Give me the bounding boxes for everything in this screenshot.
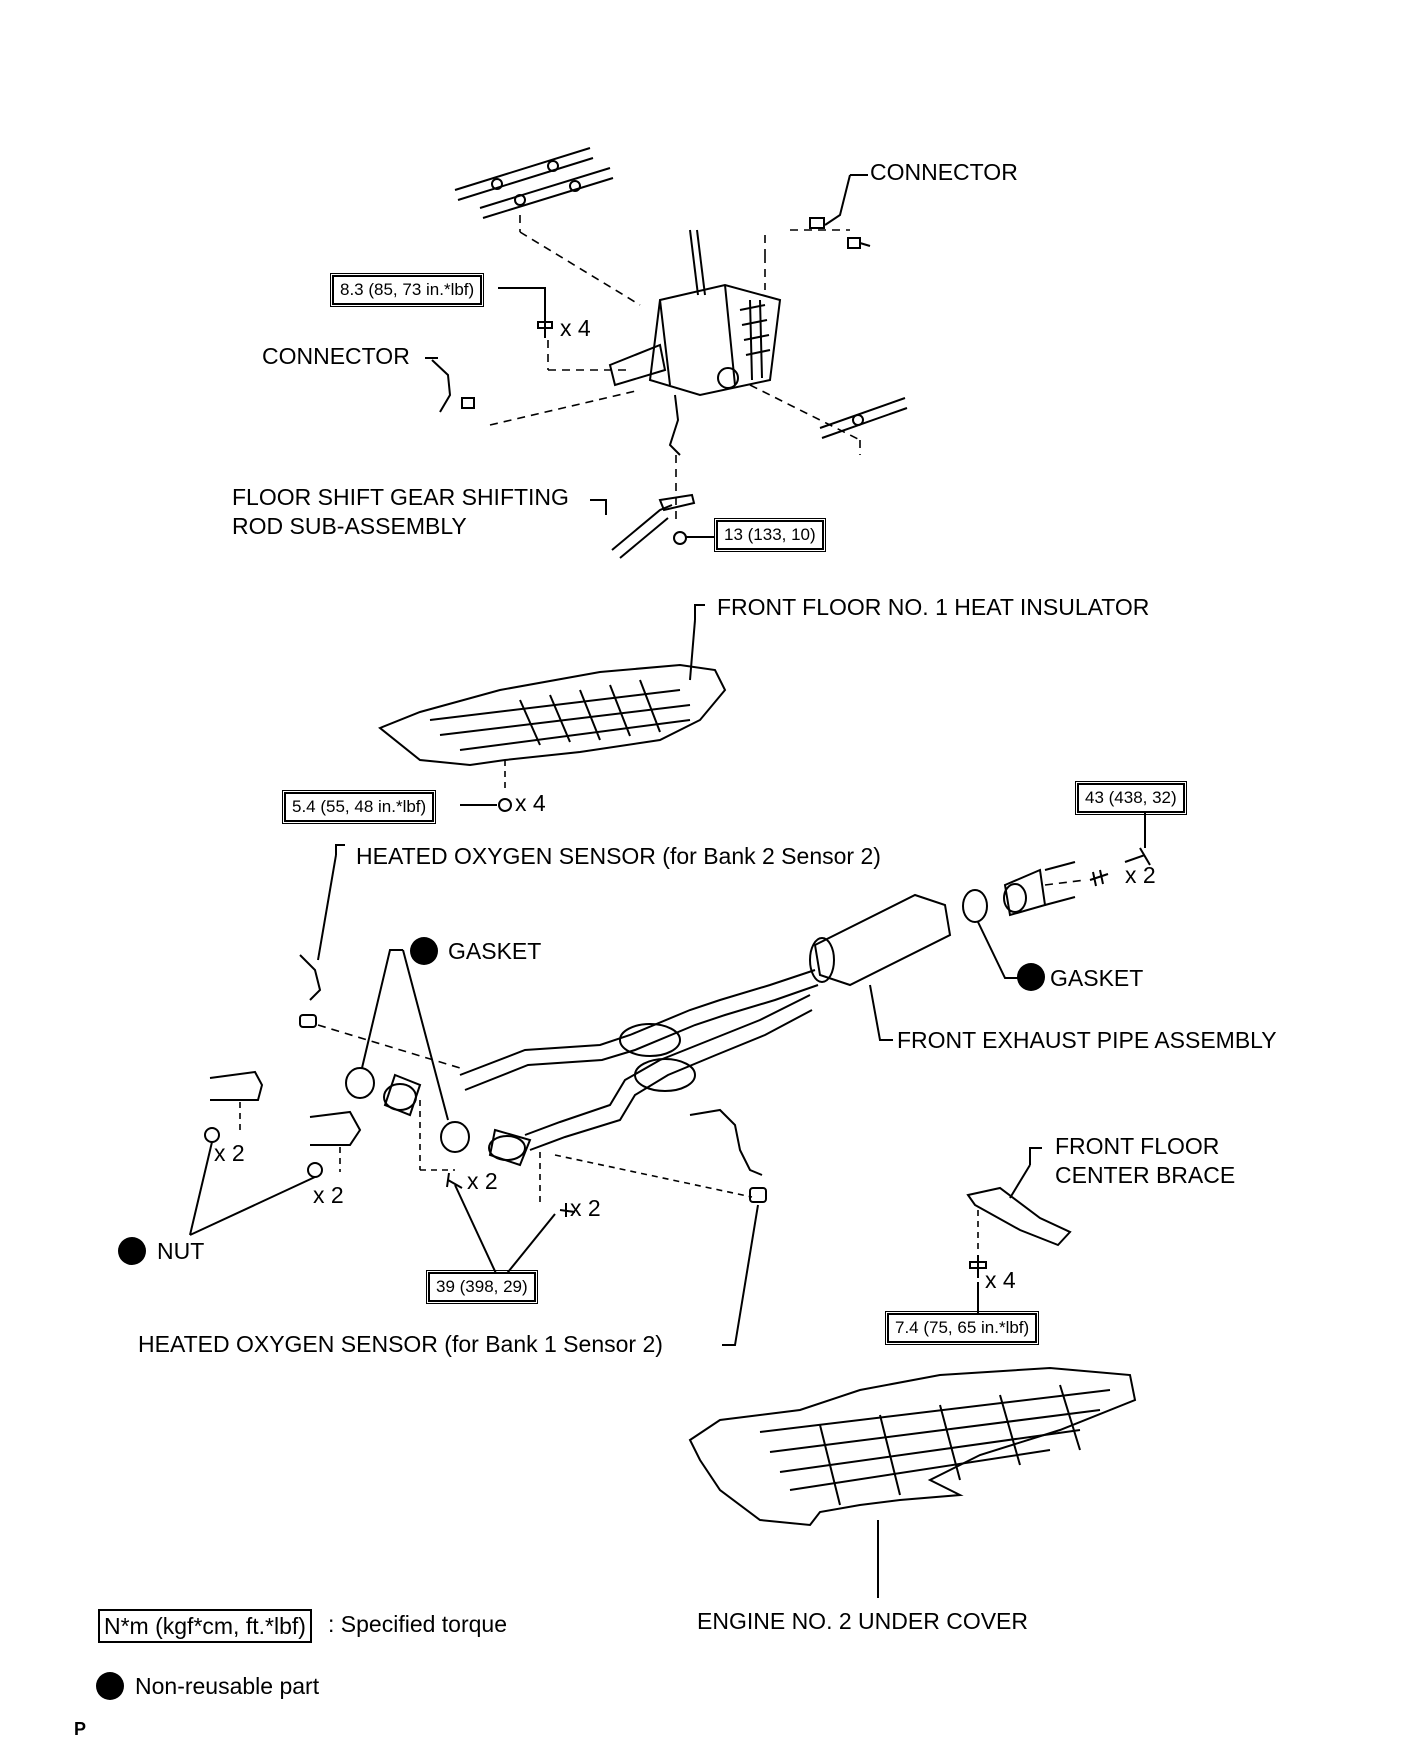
nonreusable-dot-icon bbox=[118, 1237, 146, 1265]
shift-rod bbox=[611, 493, 696, 559]
qty-shift-bolts: x 4 bbox=[560, 315, 591, 341]
insulator-callout-2 bbox=[689, 619, 696, 681]
connector-top-label: CONNECTOR bbox=[870, 159, 1018, 185]
gasket-ring-a bbox=[345, 1067, 375, 1099]
gasket-ring-b bbox=[440, 1121, 470, 1153]
exhaust-pipe-label: FRONT EXHAUST PIPE ASSEMBLY bbox=[897, 1027, 1277, 1053]
o2-bank1-label: HEATED OXYGEN SENSOR (for Bank 1 Sensor … bbox=[138, 1331, 663, 1357]
torque-front-flange: 39 (398, 29) bbox=[426, 1270, 538, 1304]
nut-icon bbox=[673, 531, 687, 545]
torque-rear-flange-bolts: 43 (438, 32) bbox=[1075, 781, 1187, 815]
connector-left-harness bbox=[431, 359, 475, 413]
bolt-icon bbox=[537, 318, 553, 338]
legend-torque-desc: : Specified torque bbox=[328, 1611, 508, 1637]
o2-sensor-bank2 bbox=[299, 844, 345, 1028]
torque-insulator-nuts: 5.4 (55, 48 in.*lbf) bbox=[281, 790, 437, 824]
gasket-right-label: GASKET bbox=[1050, 965, 1144, 991]
front-exhaust-pipe bbox=[383, 893, 952, 1167]
qty-insulator-nuts: x 4 bbox=[515, 790, 546, 816]
qty-brace-bolts: x 4 bbox=[985, 1267, 1016, 1293]
torque-shift-bolts: 8.3 (85, 73 in.*lbf) bbox=[329, 273, 485, 307]
under-cover-label: ENGINE NO. 2 UNDER COVER bbox=[697, 1608, 1028, 1634]
shift-leaders bbox=[489, 215, 861, 520]
floor-rail-top bbox=[454, 147, 614, 219]
connector-top-harness bbox=[809, 174, 871, 249]
qty-flange-a: x 2 bbox=[467, 1168, 498, 1194]
o2-sensor-bank1 bbox=[689, 1108, 767, 1346]
shift-rod-label-line1: FLOOR SHIFT GEAR SHIFTING bbox=[232, 484, 569, 510]
floor-rail-right bbox=[819, 397, 908, 439]
connector-left-label: CONNECTOR bbox=[262, 343, 410, 369]
center-brace-label-line1: FRONT FLOOR bbox=[1055, 1133, 1220, 1159]
nonreusable-dot-icon bbox=[1017, 963, 1045, 991]
center-brace bbox=[966, 1147, 1072, 1247]
gasket-left-label: GASKET bbox=[448, 938, 542, 964]
corner-letter: P bbox=[74, 1719, 87, 1739]
legend-torque-box: N*m (kgf*cm, ft.*lbf) bbox=[98, 1609, 312, 1643]
o2-bank2-leader bbox=[317, 1024, 461, 1069]
torque-shift-rod-nut: 13 (133, 10) bbox=[714, 518, 826, 552]
rear-bolt-icon bbox=[1089, 847, 1151, 887]
qty-flange-b: x 2 bbox=[570, 1195, 601, 1221]
heat-insulator-label: FRONT FLOOR NO. 1 HEAT INSULATOR bbox=[717, 594, 1150, 620]
insulator-callout bbox=[694, 604, 705, 620]
qty-rear-flange-bolts: x 2 bbox=[1125, 862, 1156, 888]
o2-bank2-label: HEATED OXYGEN SENSOR (for Bank 2 Sensor … bbox=[356, 843, 881, 869]
rear-flange bbox=[1003, 861, 1076, 917]
under-cover-shape bbox=[688, 1366, 1137, 1527]
nonreusable-dot-icon bbox=[410, 937, 438, 965]
legend-nonreusable-desc: Non-reusable part bbox=[135, 1673, 320, 1699]
heat-insulator-shape bbox=[378, 663, 727, 767]
center-brace-label-line2: CENTER BRACE bbox=[1055, 1162, 1236, 1188]
shift-rod-label-line2: ROD SUB-ASSEMBLY bbox=[232, 513, 467, 539]
qty-nut-a: x 2 bbox=[214, 1140, 245, 1166]
gasket-ring-c bbox=[962, 889, 988, 923]
legend-nonreusable-dot-icon bbox=[96, 1672, 124, 1700]
qty-nut-b: x 2 bbox=[313, 1182, 344, 1208]
nut-label: NUT bbox=[157, 1238, 205, 1264]
shift-lever-assembly bbox=[608, 229, 782, 456]
torque-brace-bolts: 7.4 (75, 65 in.*lbf) bbox=[884, 1311, 1040, 1345]
